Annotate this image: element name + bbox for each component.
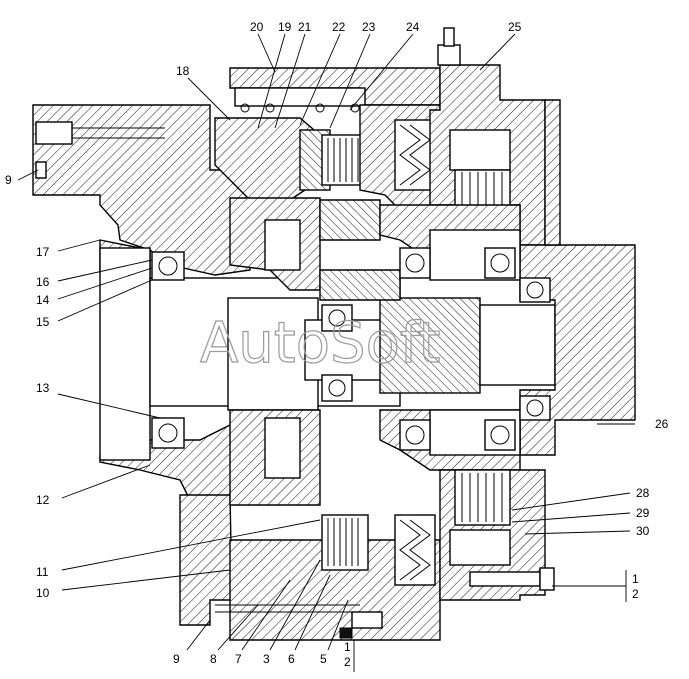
lower-right-housing [439, 469, 555, 601]
right-lower-discs [461, 473, 503, 522]
lower-spring [399, 519, 431, 581]
callout-25: 25 [508, 20, 522, 34]
callout-7: 7 [235, 652, 242, 666]
bearings [151, 247, 551, 451]
callout-6: 6 [288, 652, 295, 666]
callout-1-bottom: 1 [344, 640, 351, 654]
callout-12: 12 [36, 493, 50, 507]
upper-clutch [214, 104, 441, 211]
upper-clutch-discs [327, 138, 359, 182]
callout-1-right: 1 [632, 572, 639, 586]
callout-15: 15 [36, 315, 50, 329]
callout-2-bottom: 2 [344, 655, 351, 669]
upper-spring [399, 124, 431, 186]
callout-8: 8 [210, 652, 217, 666]
callout-17: 17 [36, 245, 50, 259]
callout-30: 30 [636, 524, 650, 538]
callout-14: 14 [36, 293, 50, 307]
callout-2-right: 2 [632, 587, 639, 601]
callout-29: 29 [636, 506, 650, 520]
callout-26: 26 [655, 417, 669, 431]
callout-18: 18 [176, 64, 190, 78]
callout-10: 10 [36, 586, 50, 600]
watermark: AutoSoft [200, 311, 441, 376]
callout-24: 24 [406, 20, 420, 34]
callout-5: 5 [320, 652, 327, 666]
callout-9-bottom: 9 [173, 652, 180, 666]
callout-20: 20 [250, 20, 264, 34]
callout-9-top: 9 [5, 173, 12, 187]
lower-clutch [215, 514, 441, 641]
callout-22: 22 [332, 20, 346, 34]
callout-16: 16 [36, 275, 50, 289]
callout-11: 11 [36, 565, 49, 579]
callout-13: 13 [36, 381, 50, 395]
left-housing-lower [99, 247, 236, 626]
leader-lines [17, 33, 635, 672]
callout-3: 3 [263, 652, 270, 666]
lower-clutch-discs [327, 518, 359, 566]
callout-28: 28 [636, 486, 650, 500]
callouts: 20 19 21 22 23 24 25 18 9 17 16 14 15 13… [5, 20, 669, 669]
callout-23: 23 [362, 20, 376, 34]
callout-19: 19 [278, 20, 292, 34]
callout-21: 21 [298, 20, 312, 34]
top-cover [229, 67, 441, 113]
